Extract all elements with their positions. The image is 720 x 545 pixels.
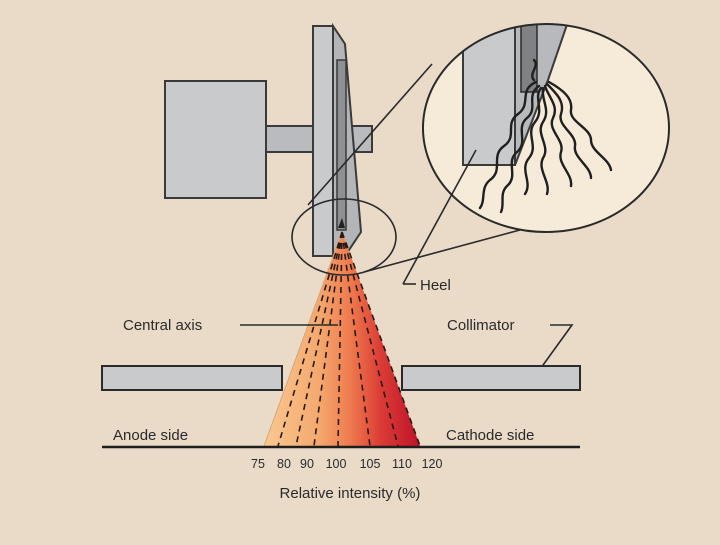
zoom-wavy-rays: [478, 58, 613, 214]
intensity-line-110: [341, 231, 399, 447]
heel-label: Heel: [420, 277, 451, 294]
central-axis-label: Central axis: [123, 317, 202, 334]
intensity-line-120: [341, 231, 421, 447]
collimator-left: [101, 365, 283, 391]
tick-75: 75: [251, 457, 265, 471]
tick-100: 100: [326, 457, 347, 471]
collimator-label: Collimator: [447, 317, 515, 334]
collimator-leader: [537, 324, 574, 373]
intensity-line-100: [337, 231, 343, 447]
zoom-tangent-bottom: [363, 229, 521, 273]
heel-leader: [402, 149, 477, 285]
heel-circle: [291, 198, 397, 276]
tick-80: 80: [277, 457, 291, 471]
zoom-tangent-top: [307, 63, 433, 206]
xray-beam: [264, 232, 420, 446]
intensity-line-80: [295, 231, 343, 447]
intensity-line-105: [341, 231, 371, 447]
zoom-detail: [422, 23, 670, 233]
intensity-line-75: [277, 231, 343, 447]
anode-disc: [312, 25, 334, 257]
anode-side-label: Anode side: [113, 427, 188, 444]
beam-edge-left: [263, 231, 343, 447]
tick-90: 90: [300, 457, 314, 471]
anode-target-strip: [336, 59, 347, 231]
axis-title: Relative intensity (%): [280, 485, 421, 502]
tick-110: 110: [392, 457, 412, 471]
intensity-lines: [277, 231, 421, 447]
zoom-circle-border: [422, 23, 670, 233]
tick-120: 120: [422, 457, 443, 471]
intensity-tick-labels: 75 80 90 100 105 110 120: [251, 457, 442, 471]
cathode-side-label: Cathode side: [446, 427, 534, 444]
intensity-line-90: [313, 231, 343, 447]
focal-spot: [338, 218, 345, 228]
collimator-right: [401, 365, 581, 391]
tick-105: 105: [360, 457, 381, 471]
tube-housing: [164, 80, 267, 199]
